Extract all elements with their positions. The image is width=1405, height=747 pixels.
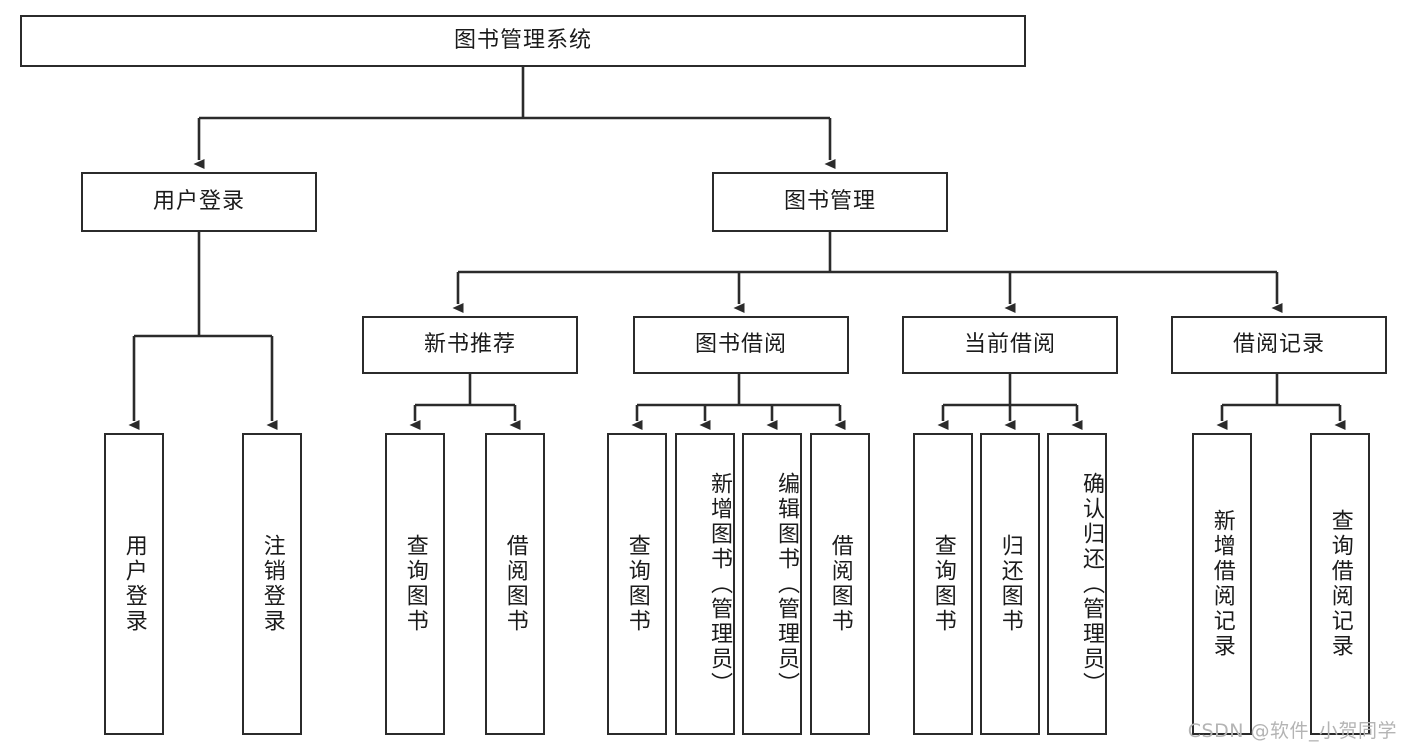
leaf-add-book[interactable]: 新增图书（管理员） <box>675 433 735 735</box>
leaf-query-record[interactable]: 查询借阅记录 <box>1310 433 1370 735</box>
leaf-query-book-1-label: 查询图书 <box>402 534 428 634</box>
leaf-borrow-book-2[interactable]: 借阅图书 <box>810 433 870 735</box>
node-book-borrow-label: 图书借阅 <box>694 331 787 357</box>
node-user-login[interactable]: 用户登录 <box>81 172 317 232</box>
leaf-add-book-label: 新增图书（管理员） <box>707 471 732 697</box>
leaf-confirm-return-label: 确认归还（管理员） <box>1079 471 1104 697</box>
leaf-query-record-label: 查询借阅记录 <box>1327 509 1353 659</box>
node-current-borrow-label: 当前借阅 <box>963 331 1056 357</box>
leaf-borrow-book-1[interactable]: 借阅图书 <box>485 433 545 735</box>
node-current-borrow[interactable]: 当前借阅 <box>902 316 1118 374</box>
node-root-label: 图书管理系统 <box>453 27 592 53</box>
leaf-query-book-3[interactable]: 查询图书 <box>913 433 973 735</box>
leaf-return-book-label: 归还图书 <box>997 534 1023 634</box>
leaf-user-logout-label: 注销登录 <box>259 534 285 634</box>
node-book-manage-label: 图书管理 <box>783 188 876 214</box>
leaf-add-record-label: 新增借阅记录 <box>1209 509 1235 659</box>
node-new-book-recommend-label: 新书推荐 <box>423 331 516 357</box>
node-root[interactable]: 图书管理系统 <box>20 15 1026 67</box>
leaf-user-logout[interactable]: 注销登录 <box>242 433 302 735</box>
leaf-query-book-2-label: 查询图书 <box>624 534 650 634</box>
leaf-return-book[interactable]: 归还图书 <box>980 433 1040 735</box>
leaf-query-book-3-label: 查询图书 <box>930 534 956 634</box>
leaf-query-book-1[interactable]: 查询图书 <box>385 433 445 735</box>
leaf-edit-book-label: 编辑图书（管理员） <box>774 471 799 697</box>
node-book-manage[interactable]: 图书管理 <box>712 172 948 232</box>
leaf-borrow-book-1-label: 借阅图书 <box>502 534 528 634</box>
leaf-edit-book[interactable]: 编辑图书（管理员） <box>742 433 802 735</box>
leaf-user-login[interactable]: 用户登录 <box>104 433 164 735</box>
leaf-user-login-label: 用户登录 <box>121 534 147 634</box>
leaf-add-record[interactable]: 新增借阅记录 <box>1192 433 1252 735</box>
leaf-query-book-2[interactable]: 查询图书 <box>607 433 667 735</box>
leaf-borrow-book-2-label: 借阅图书 <box>827 534 853 634</box>
node-borrow-record-label: 借阅记录 <box>1232 331 1325 357</box>
node-book-borrow[interactable]: 图书借阅 <box>633 316 849 374</box>
node-user-login-label: 用户登录 <box>152 188 245 214</box>
leaf-confirm-return[interactable]: 确认归还（管理员） <box>1047 433 1107 735</box>
node-borrow-record[interactable]: 借阅记录 <box>1171 316 1387 374</box>
node-new-book-recommend[interactable]: 新书推荐 <box>362 316 578 374</box>
